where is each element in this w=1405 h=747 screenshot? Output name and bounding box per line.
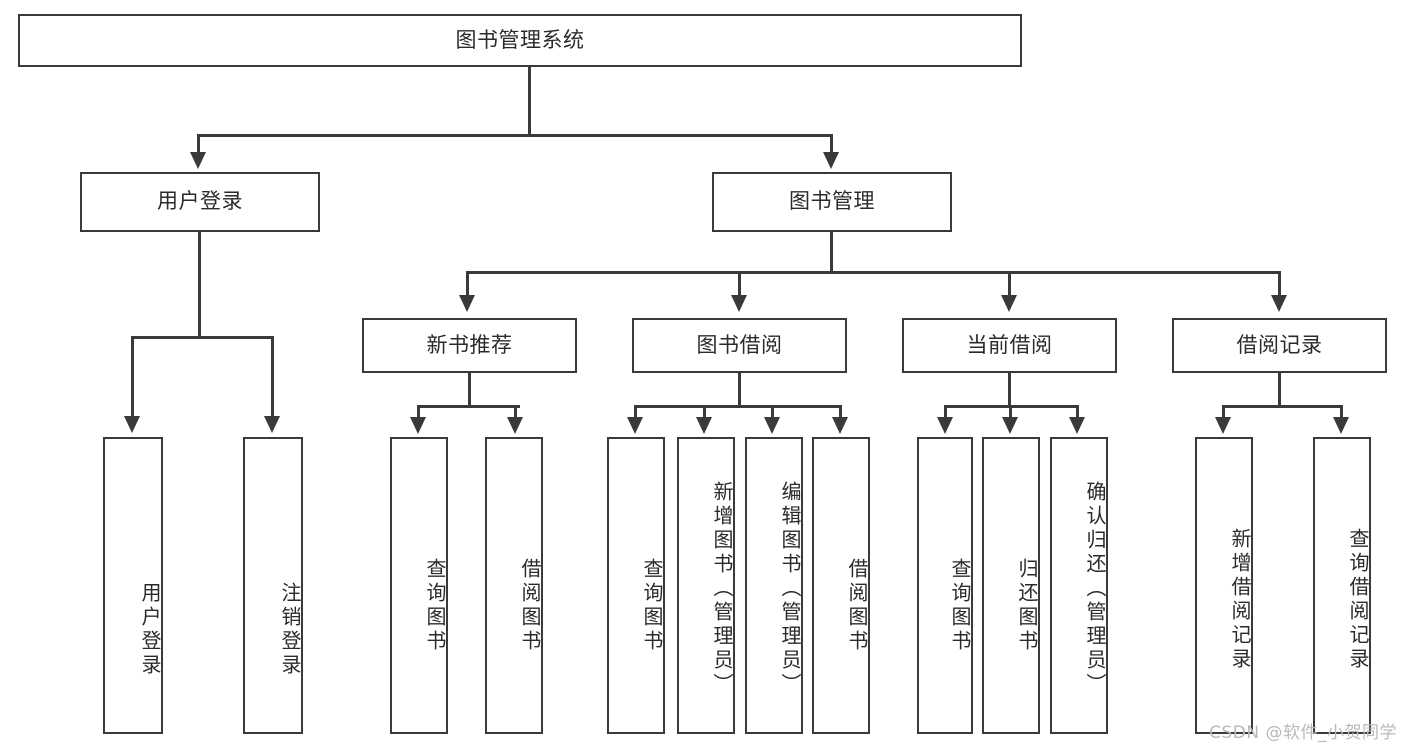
leaf-borrow-book-new-label: 借阅图书 (518, 557, 542, 654)
connector-new-book-drop-2 (514, 405, 517, 419)
leaf-confirm-return-admin-label: 确认归还（管理员） (1083, 480, 1107, 697)
connector-new-book-stem (468, 373, 471, 407)
leaf-confirm-return-admin[interactable]: 确认归还（管理员） (1050, 437, 1108, 734)
arrowhead-leaf-user-login (124, 416, 140, 433)
arrowhead-leaf-edit-book (764, 417, 780, 434)
leaf-query-book-current-label: 查询图书 (948, 557, 972, 654)
leaf-query-book-borrow[interactable]: 查询图书 (607, 437, 665, 734)
connector-level3-drop-3 (1008, 271, 1011, 297)
connector-level2-drop-2 (830, 134, 833, 154)
connector-book-borrow-drop-2 (703, 405, 706, 419)
node-book-management[interactable]: 图书管理 (712, 172, 952, 232)
connector-book-borrow-stem (738, 373, 741, 407)
leaf-logout[interactable]: 注销登录 (243, 437, 303, 734)
connector-level3-drop-1 (466, 271, 469, 297)
node-user-login[interactable]: 用户登录 (80, 172, 320, 232)
connector-current-borrow-stem (1008, 373, 1011, 407)
leaf-borrow-book-new[interactable]: 借阅图书 (485, 437, 543, 734)
arrowhead-to-borrow-record (1271, 295, 1287, 312)
arrowhead-leaf-query-book-3 (937, 417, 953, 434)
node-current-borrow-label: 当前借阅 (966, 332, 1053, 357)
connector-level2-bus (197, 134, 832, 137)
node-new-book-recommend-label: 新书推荐 (426, 332, 513, 357)
node-book-management-label: 图书管理 (789, 189, 875, 214)
arrowhead-leaf-add-book (696, 417, 712, 434)
arrowhead-to-current-borrow (1001, 295, 1017, 312)
connector-book-borrow-drop-4 (839, 405, 842, 419)
arrowhead-to-book-mgmt (823, 152, 839, 169)
connector-level3-bus (466, 271, 1280, 274)
node-book-borrow[interactable]: 图书借阅 (632, 318, 847, 373)
connector-book-mgmt-stem (830, 232, 833, 274)
connector-current-borrow-drop-2 (1009, 405, 1012, 419)
connector-current-borrow-drop-3 (1076, 405, 1079, 419)
arrowhead-leaf-borrow-book-1 (507, 417, 523, 434)
connector-level3-drop-4 (1278, 271, 1281, 297)
arrowhead-leaf-return-book (1002, 417, 1018, 434)
node-root[interactable]: 图书管理系统 (18, 14, 1022, 67)
leaf-edit-book-admin[interactable]: 编辑图书（管理员） (745, 437, 803, 734)
arrowhead-leaf-borrow-book-2 (832, 417, 848, 434)
connector-user-login-drop-1 (131, 336, 134, 418)
leaf-user-login[interactable]: 用户登录 (103, 437, 163, 734)
connector-root-stem (528, 67, 531, 136)
node-book-borrow-label: 图书借阅 (696, 332, 783, 357)
arrowhead-leaf-add-record (1215, 417, 1231, 434)
connector-book-borrow-bus (634, 405, 841, 408)
node-user-login-label: 用户登录 (157, 189, 243, 214)
connector-level3-drop-2 (738, 271, 741, 297)
connector-borrow-record-drop-2 (1340, 405, 1343, 419)
connector-user-login-drop-2 (271, 336, 274, 418)
node-borrow-record-label: 借阅记录 (1236, 332, 1323, 357)
leaf-query-borrow-record[interactable]: 查询借阅记录 (1313, 437, 1371, 734)
connector-user-login-stem (198, 232, 201, 338)
connector-current-borrow-drop-1 (944, 405, 947, 419)
arrowhead-leaf-query-record (1333, 417, 1349, 434)
arrowhead-leaf-logout (264, 416, 280, 433)
leaf-query-book-current[interactable]: 查询图书 (917, 437, 973, 734)
arrowhead-leaf-query-book-1 (410, 417, 426, 434)
connector-level2-drop-1 (197, 134, 200, 154)
leaf-query-book-new[interactable]: 查询图书 (390, 437, 448, 734)
leaf-add-borrow-record-label: 新增借阅记录 (1228, 527, 1252, 672)
connector-user-login-bus (131, 336, 271, 339)
node-current-borrow[interactable]: 当前借阅 (902, 318, 1117, 373)
connector-book-borrow-drop-3 (771, 405, 774, 419)
connector-new-book-drop-1 (417, 405, 420, 419)
connector-book-borrow-drop-1 (634, 405, 637, 419)
leaf-add-book-admin-label: 新增图书（管理员） (710, 480, 734, 697)
node-root-label: 图书管理系统 (455, 27, 585, 52)
node-new-book-recommend[interactable]: 新书推荐 (362, 318, 577, 373)
connector-borrow-record-drop-1 (1222, 405, 1225, 419)
watermark-text: CSDN @软件_小贺同学 (1209, 723, 1397, 743)
connector-borrow-record-stem (1278, 373, 1281, 407)
arrowhead-to-new-book (459, 295, 475, 312)
leaf-return-book[interactable]: 归还图书 (982, 437, 1040, 734)
arrowhead-leaf-confirm-return (1069, 417, 1085, 434)
leaf-logout-label: 注销登录 (278, 581, 302, 678)
leaf-borrow-book-borrow[interactable]: 借阅图书 (812, 437, 870, 734)
arrowhead-leaf-query-book-2 (627, 417, 643, 434)
leaf-add-book-admin[interactable]: 新增图书（管理员） (677, 437, 735, 734)
leaf-borrow-book-borrow-label: 借阅图书 (845, 557, 869, 654)
leaf-query-book-new-label: 查询图书 (423, 557, 447, 654)
connector-borrow-record-bus (1222, 405, 1342, 408)
leaf-query-book-borrow-label: 查询图书 (640, 557, 664, 654)
leaf-user-login-label: 用户登录 (138, 581, 162, 678)
connector-new-book-bus (417, 405, 520, 408)
arrowhead-to-book-borrow (731, 295, 747, 312)
arrowhead-to-user-login (190, 152, 206, 169)
leaf-add-borrow-record[interactable]: 新增借阅记录 (1195, 437, 1253, 734)
node-borrow-record[interactable]: 借阅记录 (1172, 318, 1387, 373)
leaf-query-borrow-record-label: 查询借阅记录 (1346, 527, 1370, 672)
leaf-return-book-label: 归还图书 (1015, 557, 1039, 654)
leaf-edit-book-admin-label: 编辑图书（管理员） (778, 480, 802, 697)
